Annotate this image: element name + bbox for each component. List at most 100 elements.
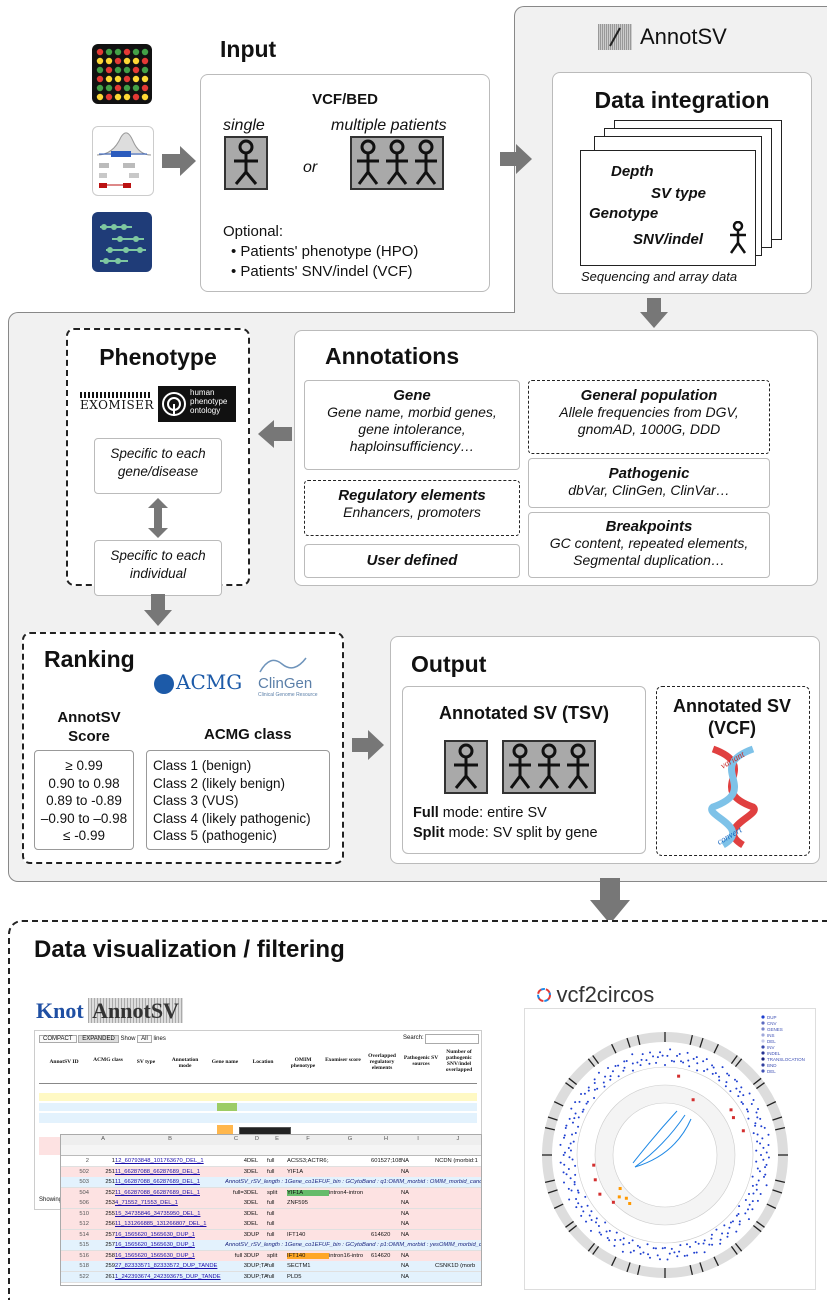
sheet-cell[interactable]: ZNF595: [287, 1200, 308, 1206]
sheet-col-letter[interactable]: H: [383, 1136, 389, 1142]
sheet-cell[interactable]: 27_82333571_82333572_DUP_TANDE: [115, 1263, 218, 1269]
sheet-cell[interactable]: NCDN (morbid:1: [435, 1158, 478, 1164]
sheet-cell[interactable]: YIF1A: [287, 1168, 304, 1175]
sheet-cell[interactable]: NA: [401, 1252, 410, 1259]
sheet-cell[interactable]: NA: [401, 1273, 410, 1280]
sheet-cell[interactable]: full: [267, 1273, 275, 1280]
sheet-cell[interactable]: NA: [401, 1200, 410, 1206]
sheet-cell[interactable]: 257: [105, 1242, 115, 1248]
sheet-cell[interactable]: 11_66287088_66287689_DEL_1: [115, 1179, 200, 1185]
sheet-cell[interactable]: NA: [401, 1221, 410, 1227]
sheet-col-letter[interactable]: J: [456, 1136, 460, 1142]
sheet-col-letter[interactable]: G: [347, 1136, 353, 1142]
sheet-cell[interactable]: full: [267, 1158, 275, 1164]
sheet-cell[interactable]: 256: [105, 1221, 115, 1227]
sheet-cell[interactable]: 16_1565620_1565630_DUP_1: [115, 1252, 195, 1259]
sheet-cell[interactable]: full: [267, 1168, 275, 1175]
sheet-cell[interactable]: 16_1565620_1565630_DUP_1: [115, 1231, 195, 1238]
sheet-cell[interactable]: 252: [105, 1189, 115, 1196]
sheet-col-letter[interactable]: B: [168, 1136, 172, 1142]
tab-compact[interactable]: COMPACT: [39, 1035, 77, 1043]
sheet-cell[interactable]: 251: [105, 1168, 115, 1175]
table-row[interactable]: [39, 1113, 477, 1123]
sheet-cell[interactable]: 614620: [371, 1231, 391, 1238]
sheet-cell[interactable]: 3: [243, 1168, 247, 1175]
sheet-cell[interactable]: full: [267, 1210, 275, 1217]
sheet-cell[interactable]: 11_66287088_66287689_DEL_1: [115, 1168, 200, 1175]
table-row[interactable]: [39, 1103, 477, 1111]
sheet-cell[interactable]: 3: [243, 1273, 247, 1280]
sheet-cell[interactable]: 4_71552_71553_DEL_1: [115, 1200, 178, 1206]
sheet-cell[interactable]: DUP;TAND: [247, 1263, 267, 1269]
sheet-cell[interactable]: DUP: [247, 1231, 260, 1238]
show-select[interactable]: All: [137, 1035, 152, 1043]
sheet-col-letter[interactable]: A: [101, 1136, 105, 1142]
sheet-cell[interactable]: full 3: [234, 1252, 247, 1259]
sheet-cell[interactable]: 258: [105, 1252, 115, 1259]
sheet-cell[interactable]: 614620: [371, 1252, 391, 1259]
sheet-cell[interactable]: 255: [105, 1210, 115, 1217]
sheet-cell[interactable]: AnnotSV_rSV_length : 1Gene_co1EFUF_bin :…: [225, 1242, 481, 1248]
sheet-cell[interactable]: full: [267, 1263, 275, 1269]
sheet-cell[interactable]: ACSS3;ACTR6;...: [287, 1158, 329, 1164]
sheet-cell[interactable]: NA: [401, 1210, 410, 1217]
sheet-cell[interactable]: DEL: [247, 1200, 259, 1206]
sheet-cell[interactable]: 253: [105, 1200, 115, 1206]
sheet-cell[interactable]: 16_1565620_1565630_DUP_1: [115, 1242, 195, 1248]
sheet-cell[interactable]: split: [267, 1252, 278, 1259]
sheet-col-letter[interactable]: E: [275, 1136, 279, 1142]
sheet-cell[interactable]: DUP: [247, 1252, 260, 1259]
sheet-cell[interactable]: SECTM1: [287, 1263, 311, 1269]
sheet-col-letter[interactable]: F: [306, 1136, 310, 1142]
sheet-cell[interactable]: full: [267, 1231, 275, 1238]
sheet-cell[interactable]: 601527;10873: [371, 1158, 401, 1164]
sheet-cell[interactable]: 259: [105, 1263, 115, 1269]
sheet-cell[interactable]: 3: [243, 1200, 247, 1206]
sheet-cell[interactable]: IFT140: [287, 1231, 306, 1238]
sheet-cell[interactable]: NA: [401, 1231, 410, 1238]
sheet-cell[interactable]: NA: [401, 1168, 410, 1175]
sheet-cell[interactable]: 4: [243, 1158, 247, 1164]
sheet-cell[interactable]: 3: [243, 1231, 247, 1238]
sheet-col-letter[interactable]: I: [417, 1136, 419, 1142]
search-input[interactable]: [425, 1034, 479, 1044]
sheet-cell[interactable]: DEL: [247, 1210, 259, 1217]
sheet-cell[interactable]: 15_34735846_34735950_DEL_1: [115, 1210, 201, 1217]
annotations-title: Annotations: [325, 343, 460, 369]
sheet-cell[interactable]: YIF1A: [287, 1189, 329, 1196]
sheet-cell[interactable]: AnnotSV_rSV_length : 1Gene_co1EFUF_bin :…: [225, 1179, 481, 1185]
sheet-cell[interactable]: intron16-intro: [329, 1252, 364, 1259]
sheet-cell[interactable]: DUP;TAND: [247, 1273, 267, 1280]
tab-expanded[interactable]: EXPANDED: [78, 1035, 119, 1043]
sheet-cell[interactable]: 3: [243, 1263, 247, 1269]
sheet-cell[interactable]: 1_242393674_242393675_DUP_TANDE: [115, 1273, 221, 1280]
sheet-cell[interactable]: 3: [243, 1221, 247, 1227]
sheet-row[interactable]: [61, 1271, 481, 1283]
sheet-col-letter[interactable]: D: [254, 1136, 260, 1142]
sheet-cell[interactable]: split: [267, 1189, 278, 1196]
sheet-cell[interactable]: 261: [105, 1273, 115, 1280]
table-row[interactable]: [39, 1093, 477, 1101]
sheet-cell[interactable]: 11_131266885_131266807_DEL_1: [115, 1221, 207, 1227]
sheet-cell[interactable]: 257: [105, 1231, 115, 1238]
sheet-cell[interactable]: NA: [401, 1158, 410, 1164]
sheet-cell[interactable]: NA: [401, 1189, 410, 1196]
sheet-cell[interactable]: CSNK1D (morb: [435, 1263, 476, 1269]
sheet-cell[interactable]: NA: [401, 1263, 410, 1269]
sheet-cell[interactable]: 11_66287088_66287689_DEL_1: [115, 1189, 200, 1196]
sheet-cell[interactable]: 12_60793848_101763670_DEL_1: [115, 1158, 204, 1164]
sheet-cell[interactable]: DEL: [247, 1158, 259, 1164]
sheet-cell[interactable]: DEL: [247, 1189, 259, 1196]
sheet-cell[interactable]: PLD5: [287, 1273, 302, 1280]
sheet-cell[interactable]: 3: [243, 1210, 247, 1217]
sheet-cell[interactable]: 251: [105, 1179, 115, 1185]
sheet-cell[interactable]: 1: [111, 1158, 115, 1164]
sheet-cell[interactable]: full: [267, 1221, 275, 1227]
sheet-cell[interactable]: IFT140: [287, 1252, 329, 1259]
sheet-cell[interactable]: intron4-intron: [329, 1189, 364, 1196]
sheet-cell[interactable]: DEL: [247, 1168, 259, 1175]
sheet-col-letter[interactable]: C: [233, 1136, 239, 1142]
sheet-cell[interactable]: full: [267, 1200, 275, 1206]
sheet-cell[interactable]: full=3: [232, 1189, 247, 1196]
sheet-cell[interactable]: DEL: [247, 1221, 259, 1227]
